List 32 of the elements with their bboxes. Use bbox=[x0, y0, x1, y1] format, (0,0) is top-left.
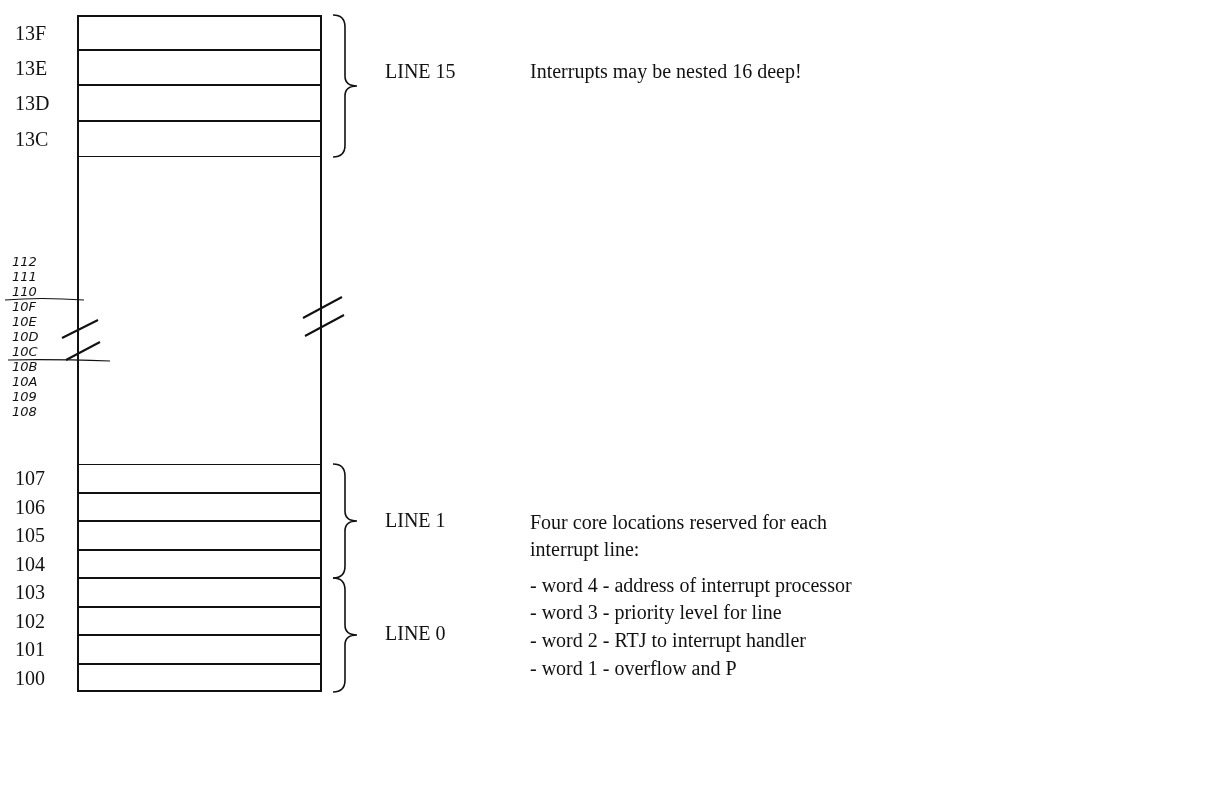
address-label: 101 bbox=[15, 638, 45, 662]
note-text: Four core locations reserved for each interrupt line: bbox=[530, 510, 829, 563]
list-item: - word 3 - priority level for line bbox=[530, 601, 782, 624]
handwritten-address: 10A bbox=[12, 374, 38, 389]
handwritten-address: 110 bbox=[12, 284, 37, 299]
handwritten-address: 10D bbox=[12, 329, 39, 344]
list-item: - word 2 - RTJ to interrupt handler bbox=[530, 629, 806, 652]
handwritten-address: 10C bbox=[12, 344, 38, 359]
address-label: 106 bbox=[15, 495, 45, 519]
line-label: LINE 1 bbox=[385, 509, 446, 532]
note-text: Interrupts may be nested 16 deep! bbox=[530, 60, 802, 83]
handwritten-address: 10F bbox=[12, 299, 37, 314]
line-label: LINE 15 bbox=[385, 60, 456, 83]
handwritten-address: 109 bbox=[12, 389, 37, 404]
address-label: 102 bbox=[15, 609, 45, 633]
address-label: 107 bbox=[15, 467, 45, 491]
address-label: 100 bbox=[15, 666, 45, 690]
list-item: - word 4 - address of interrupt processor bbox=[530, 574, 852, 597]
handwritten-address: 10B bbox=[12, 359, 38, 374]
address-label: 13D bbox=[15, 92, 50, 115]
handwritten-address: 112 bbox=[12, 254, 37, 269]
handwritten-address: 111 bbox=[12, 269, 37, 284]
line-label: LINE 0 bbox=[385, 622, 446, 645]
handwritten-address: 108 bbox=[12, 404, 37, 419]
address-label: 13F bbox=[15, 21, 47, 45]
list-item: - word 1 - overflow and P bbox=[530, 657, 737, 680]
address-label: 104 bbox=[15, 552, 45, 576]
address-label: 13C bbox=[15, 128, 49, 151]
address-label: 103 bbox=[15, 581, 45, 605]
handwritten-address: 10E bbox=[12, 314, 37, 329]
address-label: 105 bbox=[15, 524, 45, 548]
address-label: 13E bbox=[15, 56, 48, 80]
